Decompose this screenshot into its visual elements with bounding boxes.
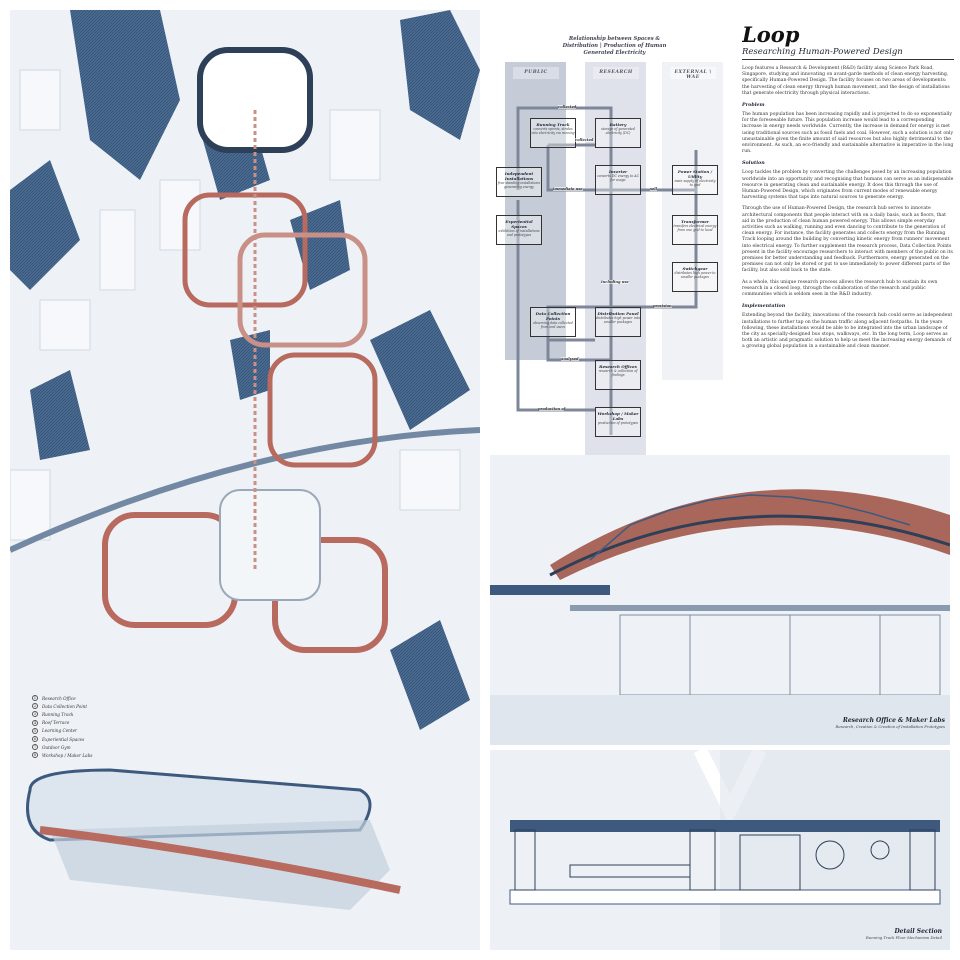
project-subtitle: Researching Human-Powered Design [742, 47, 954, 60]
solution-paragraph: As a whole, this unique research process… [742, 279, 938, 298]
column-header: PUBLIC [513, 67, 559, 79]
flow-label: analysed [561, 357, 579, 361]
column-header: EXTERNAL \ WAE [670, 67, 716, 80]
highway [10, 427, 480, 553]
perspective-illustration [490, 489, 950, 745]
solution-paragraph: Through the use of Human-Powered Design,… [742, 206, 953, 274]
diagram-title: Relationship between Spaces &Distributio… [562, 36, 667, 56]
implementation-heading: Implementation [742, 303, 786, 310]
flow-label: immediate use [553, 187, 583, 191]
solution-paragraph: Loop tackles the problem by converting t… [742, 170, 954, 201]
lower-perspective-building [26, 768, 401, 910]
column-public [505, 62, 566, 360]
section-illustration [509, 750, 950, 950]
flow-label: production of [538, 407, 566, 411]
problem-paragraph: The human population has been increasing… [742, 112, 954, 155]
white-building-blocks [10, 69, 461, 541]
flow-label: Including use [601, 280, 629, 284]
aerial-illustration [10, 10, 480, 910]
project-title: Loop [742, 22, 800, 47]
intro-paragraph: Loop features a Research & Development (… [742, 66, 950, 96]
flow-label: sell [650, 187, 658, 191]
flow-label: provision [653, 304, 672, 308]
problem-heading: Problem [742, 102, 765, 109]
implementation-paragraph: Extending beyond the facility, innovatio… [742, 313, 953, 350]
flow-label: collected [558, 105, 577, 109]
loop-building [102, 47, 388, 653]
relationship-diagram: Relationship between Spaces &Distributio… [493, 10, 736, 460]
project-description: Loop Researching Human-Powered Design Lo… [742, 22, 954, 462]
solution-heading: Solution [742, 160, 765, 167]
column-header: RESEARCH [593, 67, 639, 79]
flow-label: collected [575, 138, 594, 142]
